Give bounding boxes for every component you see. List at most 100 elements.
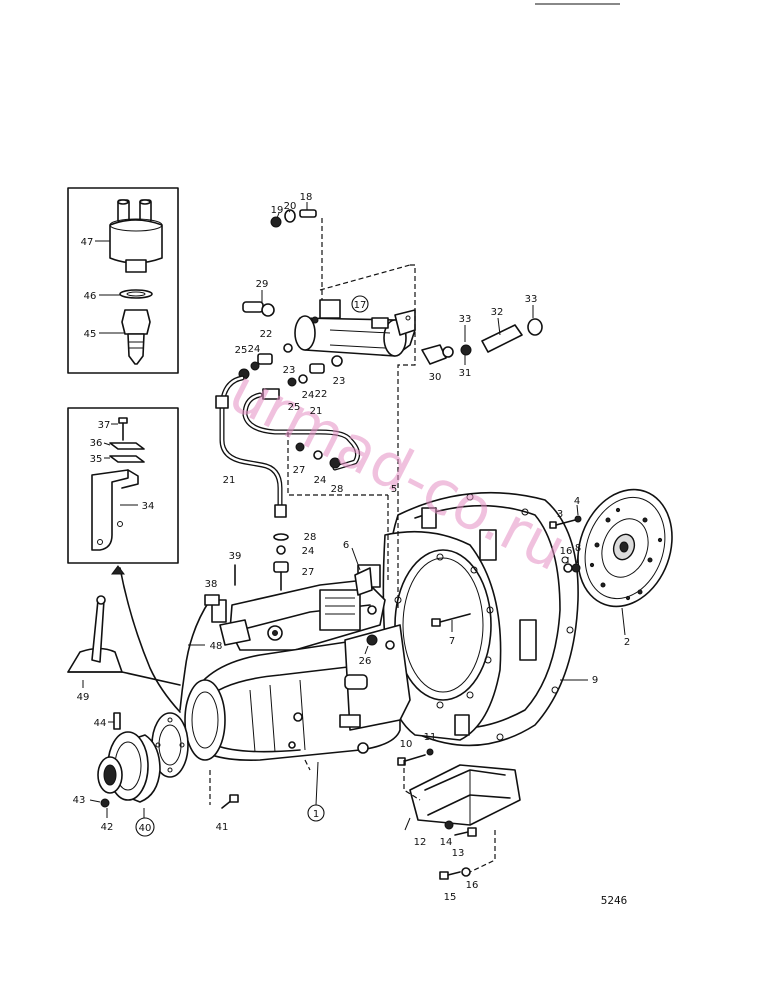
- label-40: 40: [139, 823, 152, 834]
- label-49: 49: [77, 692, 90, 703]
- label-22-mid: 22: [315, 389, 328, 400]
- label-12: 12: [414, 837, 427, 848]
- label-6: 6: [343, 540, 349, 551]
- label-25-mid: 25: [288, 402, 301, 413]
- inset-bracket-assembly: [67, 407, 179, 564]
- label-41: 41: [216, 822, 229, 833]
- label-13: 13: [452, 848, 465, 859]
- label-19: 19: [271, 205, 284, 216]
- label-43: 43: [73, 795, 86, 806]
- label-16-bottom: 16: [466, 880, 479, 891]
- lead-1: [315, 761, 319, 806]
- label-35: 35: [90, 454, 103, 465]
- label-3: 3: [557, 509, 563, 520]
- label-11: 11: [424, 732, 437, 743]
- bolt-13-14: [444, 820, 477, 837]
- label-27-hose: 27: [293, 465, 306, 476]
- label-44: 44: [94, 718, 107, 729]
- clutch-disc: [577, 488, 673, 636]
- control-cable-48: [179, 599, 211, 711]
- label-15: 15: [444, 892, 457, 903]
- inset-oil-pressure-sender: [67, 187, 179, 374]
- label-28-lower: 28: [304, 532, 317, 543]
- oil-cooler-17: [294, 299, 416, 357]
- label-16-clutch: 16: [560, 546, 573, 557]
- label-24-mid: 24: [302, 390, 315, 401]
- label-29: 29: [256, 279, 269, 290]
- label-46: 46: [84, 291, 97, 302]
- dash-cooler-right: [397, 264, 416, 610]
- label-30: 30: [429, 372, 442, 383]
- label-42: 42: [101, 822, 114, 833]
- engine-bracket-12: [404, 764, 521, 831]
- label-17: 17: [354, 300, 367, 311]
- label-2: 2: [624, 637, 630, 648]
- label-24-lower: 24: [302, 546, 315, 557]
- label-28-hose: 28: [331, 484, 344, 495]
- label-24-hose: 24: [314, 475, 327, 486]
- label-1: 1: [313, 809, 319, 820]
- label-37: 37: [98, 420, 111, 431]
- label-4: 4: [574, 496, 580, 507]
- dash-cooler-top: [319, 264, 411, 291]
- gearbox-housing: [184, 564, 411, 761]
- label-18: 18: [300, 192, 313, 203]
- label-45: 45: [84, 329, 97, 340]
- label-14: 14: [440, 837, 453, 848]
- oil-hose-21-left: [215, 375, 287, 518]
- label-7: 7: [449, 636, 455, 647]
- label-26: 26: [359, 656, 372, 667]
- label-24-top: 24: [248, 344, 261, 355]
- control-lever-49: [67, 595, 181, 688]
- label-47: 47: [81, 237, 94, 248]
- label-48: 48: [210, 641, 223, 652]
- label-33-left: 33: [459, 314, 472, 325]
- label-5: 5: [391, 484, 397, 495]
- clamp-38: [204, 594, 220, 606]
- fittings-24-27-28-lower: [273, 533, 289, 591]
- fittings-24-27-28-mid: [295, 442, 341, 469]
- fittings-18-20: [270, 202, 317, 228]
- label-8: 8: [575, 543, 581, 554]
- callout-labels: 1 2 3 4 5 6 7 8 9 10 11 12 13 14 15 16 1…: [73, 192, 631, 903]
- label-33-right: 33: [525, 294, 538, 305]
- label-25-top: 25: [235, 345, 248, 356]
- bolt-15-16: [439, 867, 471, 880]
- label-10: 10: [400, 739, 413, 750]
- label-36: 36: [90, 438, 103, 449]
- label-38: 38: [205, 579, 218, 590]
- flywheel-housing: [382, 491, 579, 747]
- dash-bracket: [403, 760, 421, 801]
- dash-bolt-15: [469, 830, 496, 873]
- label-34: 34: [142, 501, 155, 512]
- label-31: 31: [459, 368, 472, 379]
- label-21-left: 21: [223, 475, 236, 486]
- bolt-10: [397, 748, 434, 766]
- label-32: 32: [491, 307, 504, 318]
- dash-hose-to-housing: [287, 432, 388, 496]
- fittings-22-25: [238, 343, 343, 387]
- label-20: 20: [284, 201, 297, 212]
- inset-connector-arrow: [111, 565, 125, 575]
- bolt-7: [431, 613, 471, 632]
- oil-hose-21-right: [242, 388, 361, 471]
- label-27-lower: 27: [302, 567, 315, 578]
- label-23-right: 23: [333, 376, 346, 387]
- dash-1: [304, 759, 311, 771]
- part-6-block: [351, 547, 373, 596]
- inset-connector-line: [119, 567, 181, 713]
- elbow-29: [242, 290, 275, 317]
- label-22-top: 22: [260, 329, 273, 340]
- label-39: 39: [229, 551, 242, 562]
- output-flange-40: [89, 712, 189, 818]
- bolts-3-4: [549, 504, 582, 529]
- drawing-number: 5246: [601, 894, 628, 907]
- fittings-30-33: [421, 305, 543, 365]
- nut-8-washer-16: [563, 553, 581, 573]
- bolt-41: [209, 770, 239, 809]
- label-9: 9: [592, 675, 598, 686]
- fitting-26: [364, 634, 378, 655]
- label-21-mid: 21: [310, 406, 323, 417]
- label-23-left: 23: [283, 365, 296, 376]
